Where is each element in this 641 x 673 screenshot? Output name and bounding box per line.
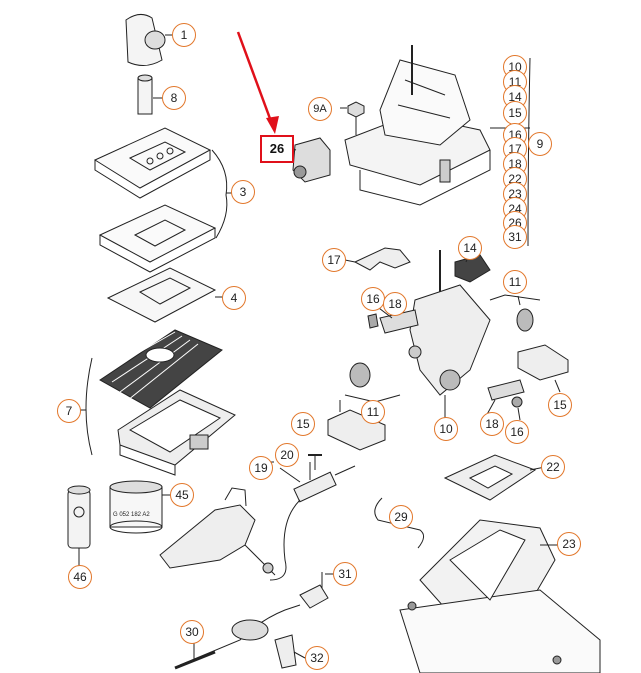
shifter-base-housing (399, 519, 601, 673)
callout-9: 9 (528, 132, 552, 156)
callout-8: 8 (162, 86, 186, 110)
spring-clip (379, 309, 419, 334)
shift-plate-upper (93, 127, 212, 199)
callout-14: 14 (458, 236, 482, 260)
callout-3: 3 (231, 180, 255, 204)
gear-knob (125, 14, 172, 66)
callout-46: 46 (68, 565, 92, 589)
callout-45: 45 (170, 483, 194, 507)
callout-16-bottom: 16 (505, 420, 529, 444)
callout-18-bottom: 18 (480, 412, 504, 436)
callout-15-left: 15 (291, 412, 315, 436)
hex-nut (340, 101, 365, 135)
callout-11-left: 11 (361, 400, 385, 424)
callout-17: 17 (322, 248, 346, 272)
callout-1: 1 (172, 23, 196, 47)
callout-7: 7 (57, 399, 81, 423)
cable-bracket (299, 572, 329, 609)
part-number-stack: 10 11 14 15 16 17 18 22 23 24 26 31 (503, 55, 533, 249)
roller-left (349, 362, 371, 388)
grease-tube (67, 485, 91, 568)
callout-18-top: 18 (383, 292, 407, 316)
shift-cable (174, 604, 301, 670)
callout-20: 20 (275, 443, 299, 467)
bolt-20 (308, 454, 322, 470)
bolt-16a (367, 313, 379, 329)
highlighted-callout-26: 26 (260, 135, 294, 163)
callout-15-right: 15 (548, 393, 572, 417)
bolt-16b (511, 396, 523, 408)
actuator-lever (487, 379, 525, 401)
solenoid-module (289, 137, 331, 183)
lever-shaft (159, 487, 276, 576)
callout-9a: 9A (308, 97, 332, 121)
sleeve (137, 74, 162, 115)
sealant-can (109, 480, 172, 534)
callout-16-top: 16 (361, 287, 385, 311)
shift-mechanism (408, 250, 491, 418)
grille-cover (99, 329, 223, 409)
shift-gate (443, 454, 537, 501)
callout-29: 29 (389, 505, 413, 529)
callout-23: 23 (557, 532, 581, 556)
can-label: G 052 182 A2 (113, 512, 150, 518)
roller-right (516, 308, 534, 332)
callout-22: 22 (541, 455, 565, 479)
callout-32: 32 (305, 646, 329, 670)
callout-31: 31 (333, 562, 357, 586)
retaining-clip (274, 634, 297, 669)
trim-housing (117, 389, 236, 476)
callout-10-mech: 10 (434, 417, 458, 441)
callout-30: 30 (180, 620, 204, 644)
stack-31: 31 (503, 225, 527, 249)
shifter-housing-top (344, 45, 530, 206)
terminal-block (517, 344, 569, 393)
selector-link (344, 247, 411, 271)
gasket (106, 267, 224, 323)
callout-11-right: 11 (503, 270, 527, 294)
cable-actuator (269, 462, 356, 581)
callout-4: 4 (222, 286, 246, 310)
highlight-arrow (236, 31, 279, 134)
callout-19: 19 (249, 456, 273, 480)
shift-plate-lower (98, 204, 217, 273)
stack-15: 15 (503, 101, 527, 125)
